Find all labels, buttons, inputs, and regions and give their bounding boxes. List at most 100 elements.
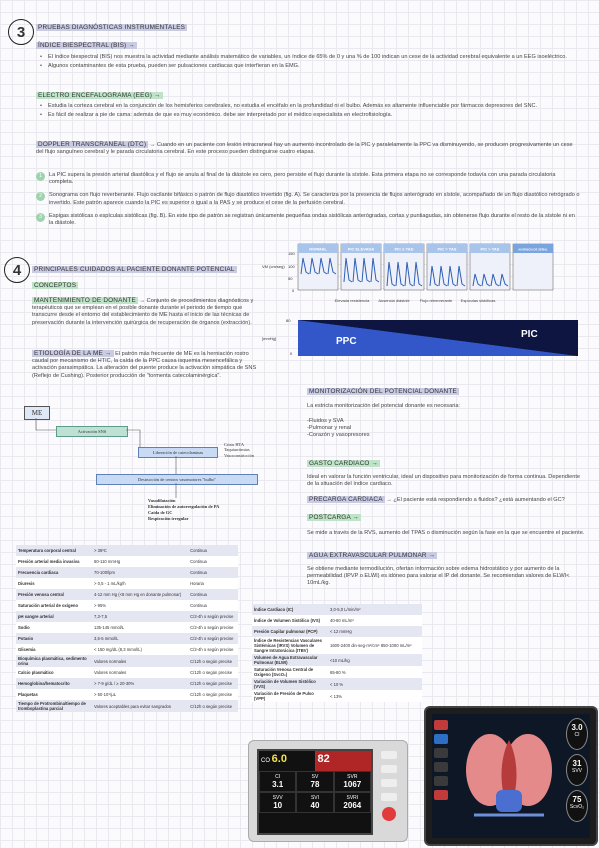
cell-param: Frecuencia cardiaca	[16, 567, 92, 578]
cell-param: Saturación Venosa Central de Oxígeno (Sv…	[252, 666, 328, 678]
flow-arrows	[35, 418, 177, 498]
bis-list: El índice biespectral (BIS) nos muestra …	[40, 54, 580, 71]
waveform	[472, 273, 509, 287]
me-flow-diagram: ME Activación SNS Liberación de catecola…	[16, 402, 296, 542]
panel-label: NORMAL	[309, 247, 327, 252]
svg-text:[mmHg]: [mmHg]	[262, 336, 276, 341]
cell-param: Hemoglobina/hematocrito	[16, 678, 92, 689]
table-row: Tiempo de Protrombina/tiempo de trombopl…	[16, 700, 238, 712]
cell-frequency: C/2-4h o según precise	[188, 633, 238, 644]
cell-param: pH sangre arterial	[16, 611, 92, 622]
doppler-title: DOPPLER TRANSCRANEAL (DTC)	[36, 141, 149, 148]
flow-me: ME	[24, 406, 50, 420]
eeg-item: Estudia la corteza cerebral en la conjun…	[40, 103, 580, 110]
cell-frequency: Continua	[188, 556, 238, 567]
cell-value: Valores aceptables para evitar sangrados	[92, 700, 189, 712]
doppler-panel: PIC ELEVADA	[340, 243, 382, 291]
cell-value: > 7-9 g/dL / ≥ 20-30%	[92, 678, 189, 689]
svg-text:0: 0	[292, 288, 295, 293]
cell-value: < 150 mg/dL (8,3 mmol/L)	[92, 644, 189, 655]
table-row: Variación de Volumen Sistólico (VVS)< 10…	[252, 678, 422, 690]
cell-param: Índice de Volumen Sistólico (IVS)	[252, 615, 328, 626]
cell-param: Saturación arterial de oxígeno	[16, 600, 92, 611]
monitor-list: -Fluidos y SVA-Pulmonar y renal-Corazón …	[307, 418, 370, 439]
etiologia-block: ETIOLOGÍA DE LA ME → El patrón más frecu…	[32, 350, 260, 380]
table-row: Saturación arterial de oxígeno> 95%Conti…	[16, 600, 238, 611]
cell-param: Temperatura corporal central	[16, 545, 92, 556]
conceptos-title: CONCEPTOS	[32, 282, 79, 289]
doppler-panel: AUSENCIA DE SEÑAL	[512, 243, 554, 291]
cell-param: Tiempo de Protrombina/tiempo de trombopl…	[16, 700, 92, 712]
doppler-panel: PIC = TAS	[426, 243, 468, 291]
table-row: Saturación Venosa Central de Oxígeno (Sv…	[252, 666, 422, 678]
caption: Flujo reberverante	[420, 298, 453, 303]
eeg-list: Estudia la corteza cerebral en la conjun…	[40, 103, 580, 120]
cell-frequency: Continua	[188, 545, 238, 556]
pic-label: PIC	[521, 329, 538, 340]
cell-param: Potasio	[16, 633, 92, 644]
cell-frequency: C/12h o según precise	[188, 689, 238, 700]
svg-text:0: 0	[290, 351, 293, 356]
y-label: VM (cm/seg)	[262, 264, 285, 269]
precarga-block: PRECARGA CARDIACA → ¿El paciente está re…	[307, 496, 565, 503]
pic-area-top	[298, 320, 578, 356]
doppler-text: → Cuando en un paciente con lesión intra…	[36, 142, 573, 156]
cell-frequency: Continua	[188, 600, 238, 611]
cell-value: < 13%	[328, 690, 422, 702]
flow-sns: Activación SNS	[56, 426, 128, 437]
monitor-title: MONITORIZACIÓN DEL POTENCIAL DONANTE	[307, 388, 459, 395]
panel-label: PIC ≥ TAD	[394, 247, 413, 252]
table-row: Hemoglobina/hematocrito> 7-9 g/dL / ≥ 20…	[16, 678, 238, 689]
cell-param: Glicemia	[16, 644, 92, 655]
svg-text:80: 80	[286, 318, 291, 323]
bis-title: ÍNDICE BIESPECTRAL (BIS) →	[36, 42, 137, 49]
eeg-item: Es fácil de realizar a pie de cama: adem…	[40, 112, 580, 119]
cell-value: > 35ºC	[92, 545, 189, 556]
cell-frequency: Continua	[188, 567, 238, 578]
waveform	[300, 257, 337, 275]
cell-value: <10 mL/kg	[328, 654, 422, 666]
poscarga-text: Se mide a través de la RVS, aumento del …	[307, 530, 585, 536]
cell-frequency: C/12h o según precise	[188, 655, 238, 667]
cell-param: Plaquetas	[16, 689, 92, 700]
cell-value: 3,5-5 mmol/L	[92, 633, 189, 644]
ppc-label: PPC	[336, 336, 357, 347]
caption: Elevada resistencia	[335, 298, 370, 303]
cell-value: 7,3-7,5	[92, 611, 189, 622]
bis-item: El índice biespectral (BIS) nos muestra …	[40, 54, 580, 61]
table-row: Volumen de Agua Extravascular Pulmonar (…	[252, 654, 422, 666]
section-4-title: PRINCIPALES CUIDADOS AL PACIENTE DONANTE…	[32, 266, 237, 273]
mantenimiento-block: MANTENIMIENTO DE DONANTE → Conjunto de p…	[32, 297, 260, 327]
cell-value: Valores normales	[92, 667, 189, 678]
mantenimiento-text: → Conjunto de procedimientos diagnóstico…	[32, 298, 254, 326]
cell-value: 70-100/lpm	[92, 567, 189, 578]
doppler-panel: PIC ≥ TAD	[383, 243, 425, 291]
cell-param: Índice Cardiaco (IC)	[252, 604, 328, 615]
cell-value: 1600-2400 din·seg·m²/cm⁵ 850-1000 mL/m²	[328, 637, 422, 654]
cell-value: Valores normales	[92, 655, 189, 667]
cell-frequency: C/12h o según precise	[188, 700, 238, 712]
svg-text:100: 100	[288, 264, 295, 269]
cell-param: Volumen de Agua Extravascular Pulmonar (…	[252, 654, 328, 666]
table-row: Índice Cardiaco (IC)3,0-5,0 L/min/m²	[252, 604, 422, 615]
etiologia-text: El patrón más frecuente de ME es la hern…	[32, 351, 257, 379]
caption: Ausencia diástole	[378, 298, 410, 303]
cell-frequency: Continua	[188, 589, 238, 600]
